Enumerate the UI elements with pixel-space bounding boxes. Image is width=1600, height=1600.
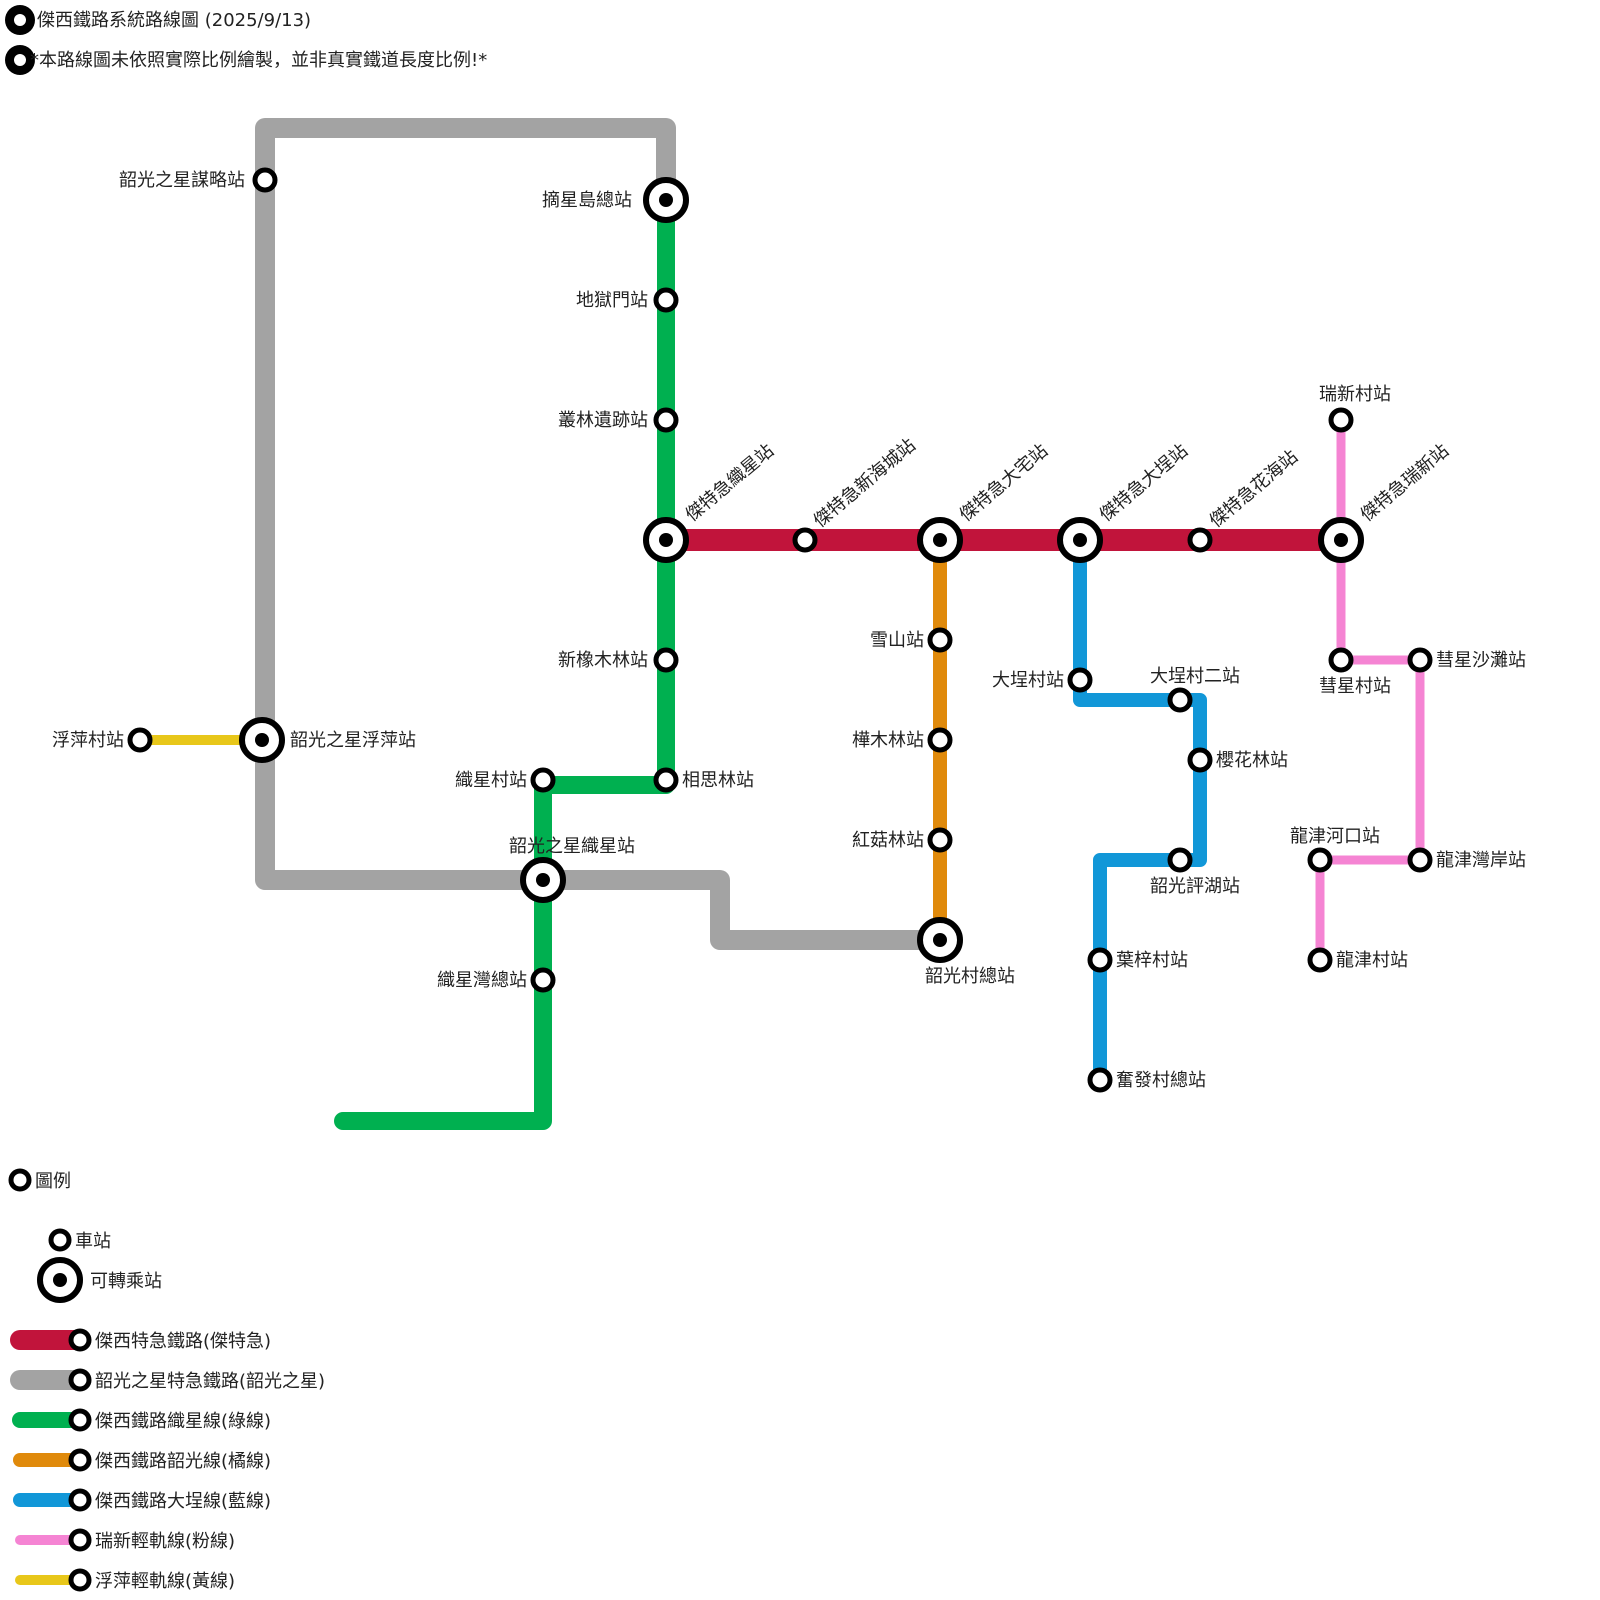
legend-swatch-station-icon: [68, 1368, 92, 1392]
station-marker[interactable]: [927, 627, 953, 653]
legend-line-label: 浮萍輕軌線(黃線): [95, 1571, 235, 1592]
station-marker[interactable]: [1407, 647, 1433, 673]
scale-note: *本路線圖未依照實際比例繪製，並非真實鐵道長度比例!*: [30, 50, 487, 71]
transfer-station-core: [1334, 533, 1348, 547]
legend-bullet-icon: [8, 1168, 32, 1192]
transfer-station-core: [536, 873, 550, 887]
legend-lines: 傑西特急鐵路(傑特急) 韶光之星特急鐵路(韶光之星) 傑西鐵路織星線(綠線) 傑…: [10, 1328, 325, 1592]
legend-line-label: 傑西鐵路韶光線(橘線): [95, 1451, 271, 1472]
station-label: 相思林站: [682, 770, 754, 791]
station-label: 地獄門站: [576, 290, 648, 311]
station-label-rotated: 傑特急瑞新站: [1357, 440, 1453, 526]
station-label: 大埕村二站: [1150, 666, 1240, 687]
legend-swatch-station-icon: [68, 1448, 92, 1472]
legend-line-label: 韶光之星特急鐵路(韶光之星): [95, 1371, 325, 1392]
station-marker[interactable]: [792, 527, 818, 553]
legend-title: 圖例: [35, 1171, 71, 1192]
route-shaoguang-gray: [255, 118, 950, 950]
station-label: 摘星島總站: [542, 190, 632, 211]
station-label: 龍津河口站: [1290, 826, 1380, 847]
station-label: 樺木林站: [852, 730, 924, 751]
station-marker[interactable]: [1167, 847, 1193, 873]
station-label-rotated: 傑特急大宅站: [956, 440, 1052, 526]
station-label: 龍津灣岸站: [1436, 850, 1526, 871]
route-lines: [135, 118, 1425, 1130]
station-label: 奮發村總站: [1116, 1070, 1206, 1091]
station-label: 韶光之星浮萍站: [290, 730, 416, 751]
transfer-station-core: [933, 933, 947, 947]
legend-swatch-station-icon: [68, 1488, 92, 1512]
station-label: 龍津村站: [1336, 950, 1408, 971]
station-label: 韶光評湖站: [1150, 876, 1240, 897]
station-marker[interactable]: [1087, 947, 1113, 973]
transfer-station-core: [659, 193, 673, 207]
station-marker[interactable]: [127, 727, 153, 753]
station-label: 韶光村總站: [925, 966, 1015, 987]
station-marker[interactable]: [1307, 947, 1333, 973]
legend-swatch-station-icon: [68, 1328, 92, 1352]
station-label: 彗星村站: [1319, 676, 1391, 697]
legend-station-icon: [48, 1228, 72, 1252]
legend-transfer-label: 可轉乘站: [90, 1271, 162, 1292]
station-label: 織星村站: [455, 770, 527, 791]
station-label: 彗星沙灘站: [1436, 650, 1526, 671]
station-label: 雪山站: [870, 630, 924, 651]
station-marker[interactable]: [1187, 747, 1213, 773]
station-marker[interactable]: [653, 407, 679, 433]
station-marker[interactable]: [1328, 407, 1354, 433]
station-label: 大埕村站: [992, 670, 1064, 691]
station-label: 浮萍村站: [52, 730, 124, 751]
legend-transfer-icon-core: [53, 1273, 67, 1287]
station-marker[interactable]: [927, 827, 953, 853]
station-label-rotated: 傑特急花海站: [1206, 446, 1302, 532]
station-label: 紅菇林站: [852, 830, 924, 851]
station-marker[interactable]: [1167, 687, 1193, 713]
station-marker[interactable]: [653, 287, 679, 313]
station-marker[interactable]: [927, 727, 953, 753]
station-label-rotated: 傑特急織星站: [682, 440, 778, 526]
station-label: 葉梓村站: [1116, 950, 1188, 971]
transfer-station-core: [255, 733, 269, 747]
station-marker[interactable]: [1087, 1067, 1113, 1093]
station-marker[interactable]: [530, 767, 556, 793]
station-marker[interactable]: [653, 767, 679, 793]
station-label: 新橡木林站: [558, 650, 648, 671]
map-title: 傑西鐵路系統路線圖 (2025/9/13): [37, 10, 311, 31]
transfer-station-core: [659, 533, 673, 547]
station-marker[interactable]: [252, 167, 278, 193]
legend-swatch-station-icon: [68, 1408, 92, 1432]
legend-swatch-station-icon: [68, 1568, 92, 1592]
station-marker[interactable]: [1307, 847, 1333, 873]
station-marker[interactable]: [530, 967, 556, 993]
legend-line-label: 傑西鐵路大埕線(藍線): [95, 1491, 271, 1512]
station-marker[interactable]: [1187, 527, 1213, 553]
station-marker[interactable]: [1328, 647, 1354, 673]
legend-line-label: 傑西特急鐵路(傑特急): [95, 1331, 271, 1352]
station-marker[interactable]: [1067, 667, 1093, 693]
station-label: 織星灣總站: [437, 970, 527, 991]
transfer-station-core: [1073, 533, 1087, 547]
station-marker[interactable]: [653, 647, 679, 673]
legend-station-label: 車站: [75, 1231, 111, 1252]
route-blue: [1073, 533, 1207, 1087]
station-marker[interactable]: [1407, 847, 1433, 873]
station-label: 瑞新村站: [1319, 384, 1391, 405]
legend-swatch-station-icon: [68, 1528, 92, 1552]
station-label: 韶光之星謀略站: [119, 170, 245, 191]
legend-line-label: 傑西鐵路織星線(綠線): [95, 1411, 271, 1432]
header-bullet-icon-center: [14, 14, 26, 26]
note-bullet-icon-center: [14, 54, 26, 66]
station-label-rotated: 傑特急新海城站: [810, 435, 920, 532]
transfer-station-core: [933, 533, 947, 547]
station-label: 韶光之星織星站: [509, 836, 635, 857]
legend-line-label: 瑞新輕軌線(粉線): [95, 1531, 235, 1552]
station-label-rotated: 傑特急大埕站: [1096, 440, 1192, 526]
legend: 圖例 車站 可轉乘站 傑西特急鐵路(傑特急) 韶光之星特急鐵路(韶光之星) 傑西…: [8, 1168, 325, 1592]
station-label: 叢林遺跡站: [558, 410, 648, 431]
map-header: 傑西鐵路系統路線圖 (2025/9/13) *本路線圖未依照實際比例繪製，並非真…: [5, 5, 487, 75]
station-label: 櫻花林站: [1216, 750, 1288, 771]
route-pink: [1315, 415, 1425, 965]
